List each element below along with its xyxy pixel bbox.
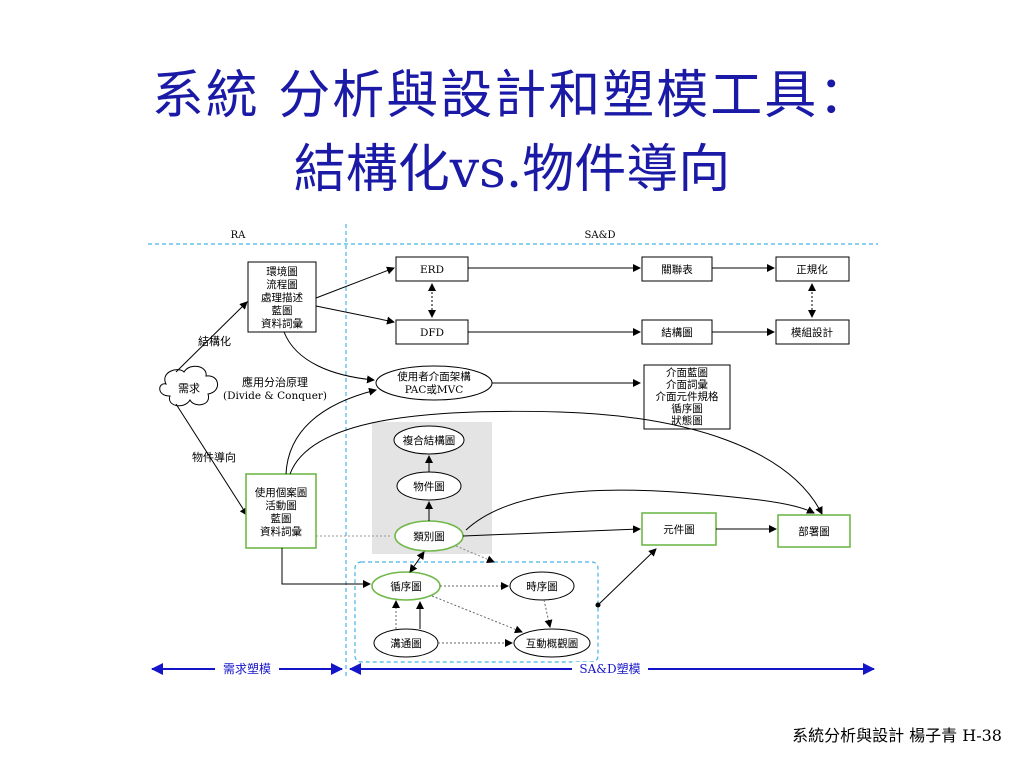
- divide-conquer-line1: 應用分治原理: [242, 375, 308, 389]
- requirement-label: 需求: [178, 382, 200, 395]
- group-connector-dot: [595, 602, 601, 608]
- arrow-class-to-deployment: [465, 489, 815, 531]
- erd-label: ERD: [420, 264, 444, 276]
- slide-title-line2: 結構化vs.物件導向: [293, 140, 731, 200]
- interaction-diagrams-group: [354, 561, 599, 663]
- structure-chart-box: [641, 319, 713, 345]
- req-modeling-label-bg: [215, 662, 279, 676]
- module-design-label: 模組設計: [791, 326, 833, 339]
- slide-footer: 系統分析與設計 楊子青 H-38: [792, 726, 1002, 745]
- arrow-req-to-env: [175, 301, 248, 373]
- timing-diagram-label: 時序圖: [526, 580, 558, 593]
- object-oriented-label: 物件導向: [192, 450, 236, 464]
- usecase-box-line-1: 使用個案圖: [255, 486, 308, 499]
- divide-conquer-line2: (Divide & Conquer): [223, 390, 327, 402]
- usecase-box-line-3: 藍圖: [271, 512, 292, 525]
- composite-structure-node: [393, 425, 465, 455]
- link-sequence-overview: [431, 595, 523, 634]
- arrow-req-to-usecase: [175, 403, 248, 516]
- env-diagram-box: [247, 261, 317, 333]
- relation-table-box: [641, 256, 713, 282]
- component-diagram-label: 元件圖: [663, 524, 695, 536]
- arrow-env-to-ui: [283, 331, 375, 384]
- arrow-usecase-to-ui: [285, 387, 377, 475]
- usecase-box-line-2: 活動圖: [265, 499, 297, 512]
- class-diagram-label: 類別圖: [413, 531, 445, 543]
- relation-table-label: 關聯表: [661, 263, 693, 276]
- normalization-box: [775, 256, 850, 282]
- slide-title-line1: 系統 分析與設計和塑模工具：: [151, 66, 873, 126]
- env-box-line-3: 處理描述: [261, 291, 303, 304]
- sad-modeling-label-bg: [572, 662, 648, 676]
- dfd-label: DFD: [420, 327, 444, 339]
- erd-box: [395, 256, 469, 282]
- sad-modeling-label: SA&D塑模: [579, 661, 640, 676]
- link-timing-overview: [543, 599, 553, 628]
- object-diagram-label: 物件圖: [413, 480, 445, 493]
- usecase-box-line-4: 資料詞彙: [260, 525, 302, 538]
- structure-chart-label: 結構圖: [661, 326, 693, 339]
- env-box-line-4: 藍圖: [272, 304, 293, 317]
- section-label-sad: SA&D: [585, 230, 616, 241]
- deployment-diagram-box: [777, 514, 851, 548]
- link-sequence-class: [409, 551, 425, 573]
- env-box-line-1: 環境圖: [266, 265, 298, 278]
- interface-spec-box: [643, 364, 731, 430]
- arrow-usecase-to-sequence: [281, 548, 371, 588]
- arrow-usecase-to-deployment: [289, 410, 823, 515]
- interface-line-4: 循序圖: [671, 402, 703, 415]
- interaction-overview-node: [513, 628, 591, 658]
- arrow-group-to-component: [597, 548, 657, 606]
- deployment-diagram-label: 部署圖: [798, 525, 830, 538]
- module-design-box: [775, 319, 850, 345]
- usecase-diagram-box: [245, 473, 317, 549]
- req-modeling-label: 需求塑模: [223, 661, 271, 676]
- composite-structure-label: 複合結構圖: [403, 434, 456, 447]
- env-box-line-2: 流程圖: [266, 278, 298, 291]
- interface-line-5: 狀態圖: [671, 414, 703, 427]
- arrow-env-to-erd: [315, 266, 395, 299]
- interface-line-2: 介面詞彙: [666, 378, 708, 391]
- timing-diagram-node: [509, 571, 575, 601]
- interface-line-3: 介面元件規格: [656, 390, 719, 403]
- arrow-env-to-dfd: [315, 305, 395, 325]
- interface-line-1: 介面藍圖: [666, 366, 708, 379]
- interaction-overview-label: 互動概觀圖: [526, 637, 579, 650]
- communication-diagram-label: 溝通圖: [390, 637, 422, 650]
- env-box-line-5: 資料詞彙: [261, 317, 303, 330]
- sequence-diagram-label: 循序圖: [390, 580, 422, 593]
- ui-architecture-line1: 使用者介面架構: [397, 370, 471, 383]
- section-label-ra: RA: [231, 230, 247, 241]
- link-class-group: [455, 545, 495, 563]
- structured-label: 結構化: [198, 334, 231, 348]
- component-diagram-box: [641, 512, 717, 546]
- normalization-label: 正規化: [796, 263, 828, 276]
- ui-architecture-line2: PAC或MVC: [405, 384, 464, 396]
- arrow-class-to-component: [462, 525, 641, 537]
- requirement-cloud: 需求: [159, 365, 218, 407]
